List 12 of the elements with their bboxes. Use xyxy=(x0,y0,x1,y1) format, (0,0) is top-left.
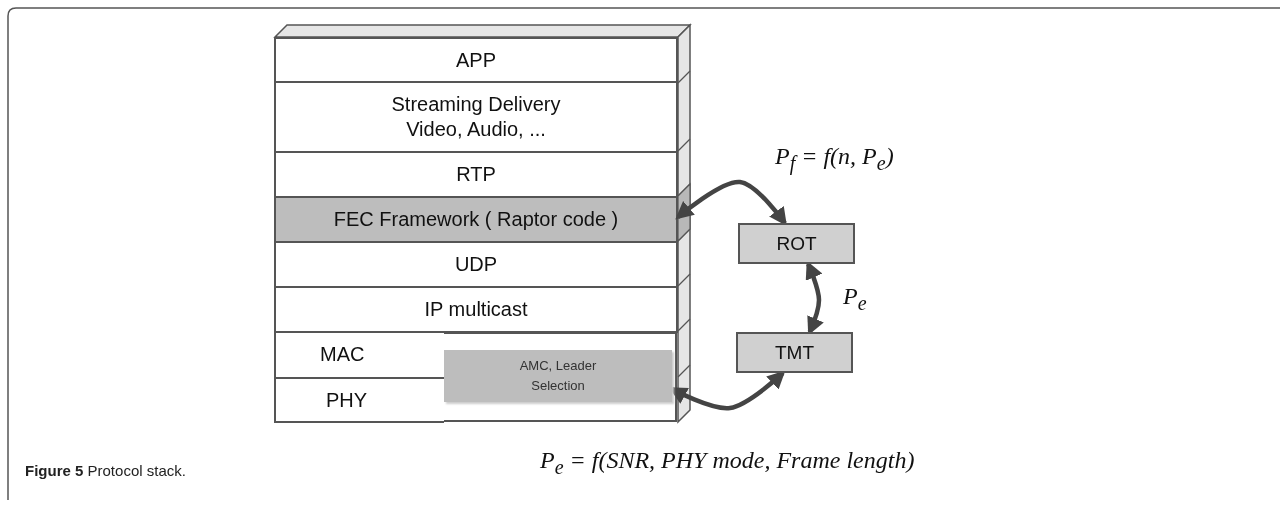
figure-caption: Figure 5 Protocol stack. xyxy=(25,462,186,479)
protocol-layer: RTP xyxy=(274,151,678,198)
protocol-layer: Streaming Delivery Video, Audio, ... xyxy=(274,81,678,153)
protocol-layer: APP xyxy=(274,37,678,83)
protocol-layer: PHY xyxy=(274,377,444,423)
function-box: AMC, Leader Selection xyxy=(444,350,672,402)
protocol-layer: IP multicast xyxy=(274,286,678,333)
protocol-layer: FEC Framework ( Raptor code ) xyxy=(274,196,678,243)
process-box: TMT xyxy=(736,332,853,373)
curved-double-arrow xyxy=(675,179,787,226)
process-box: ROT xyxy=(738,223,855,264)
protocol-layer: UDP xyxy=(274,241,678,288)
